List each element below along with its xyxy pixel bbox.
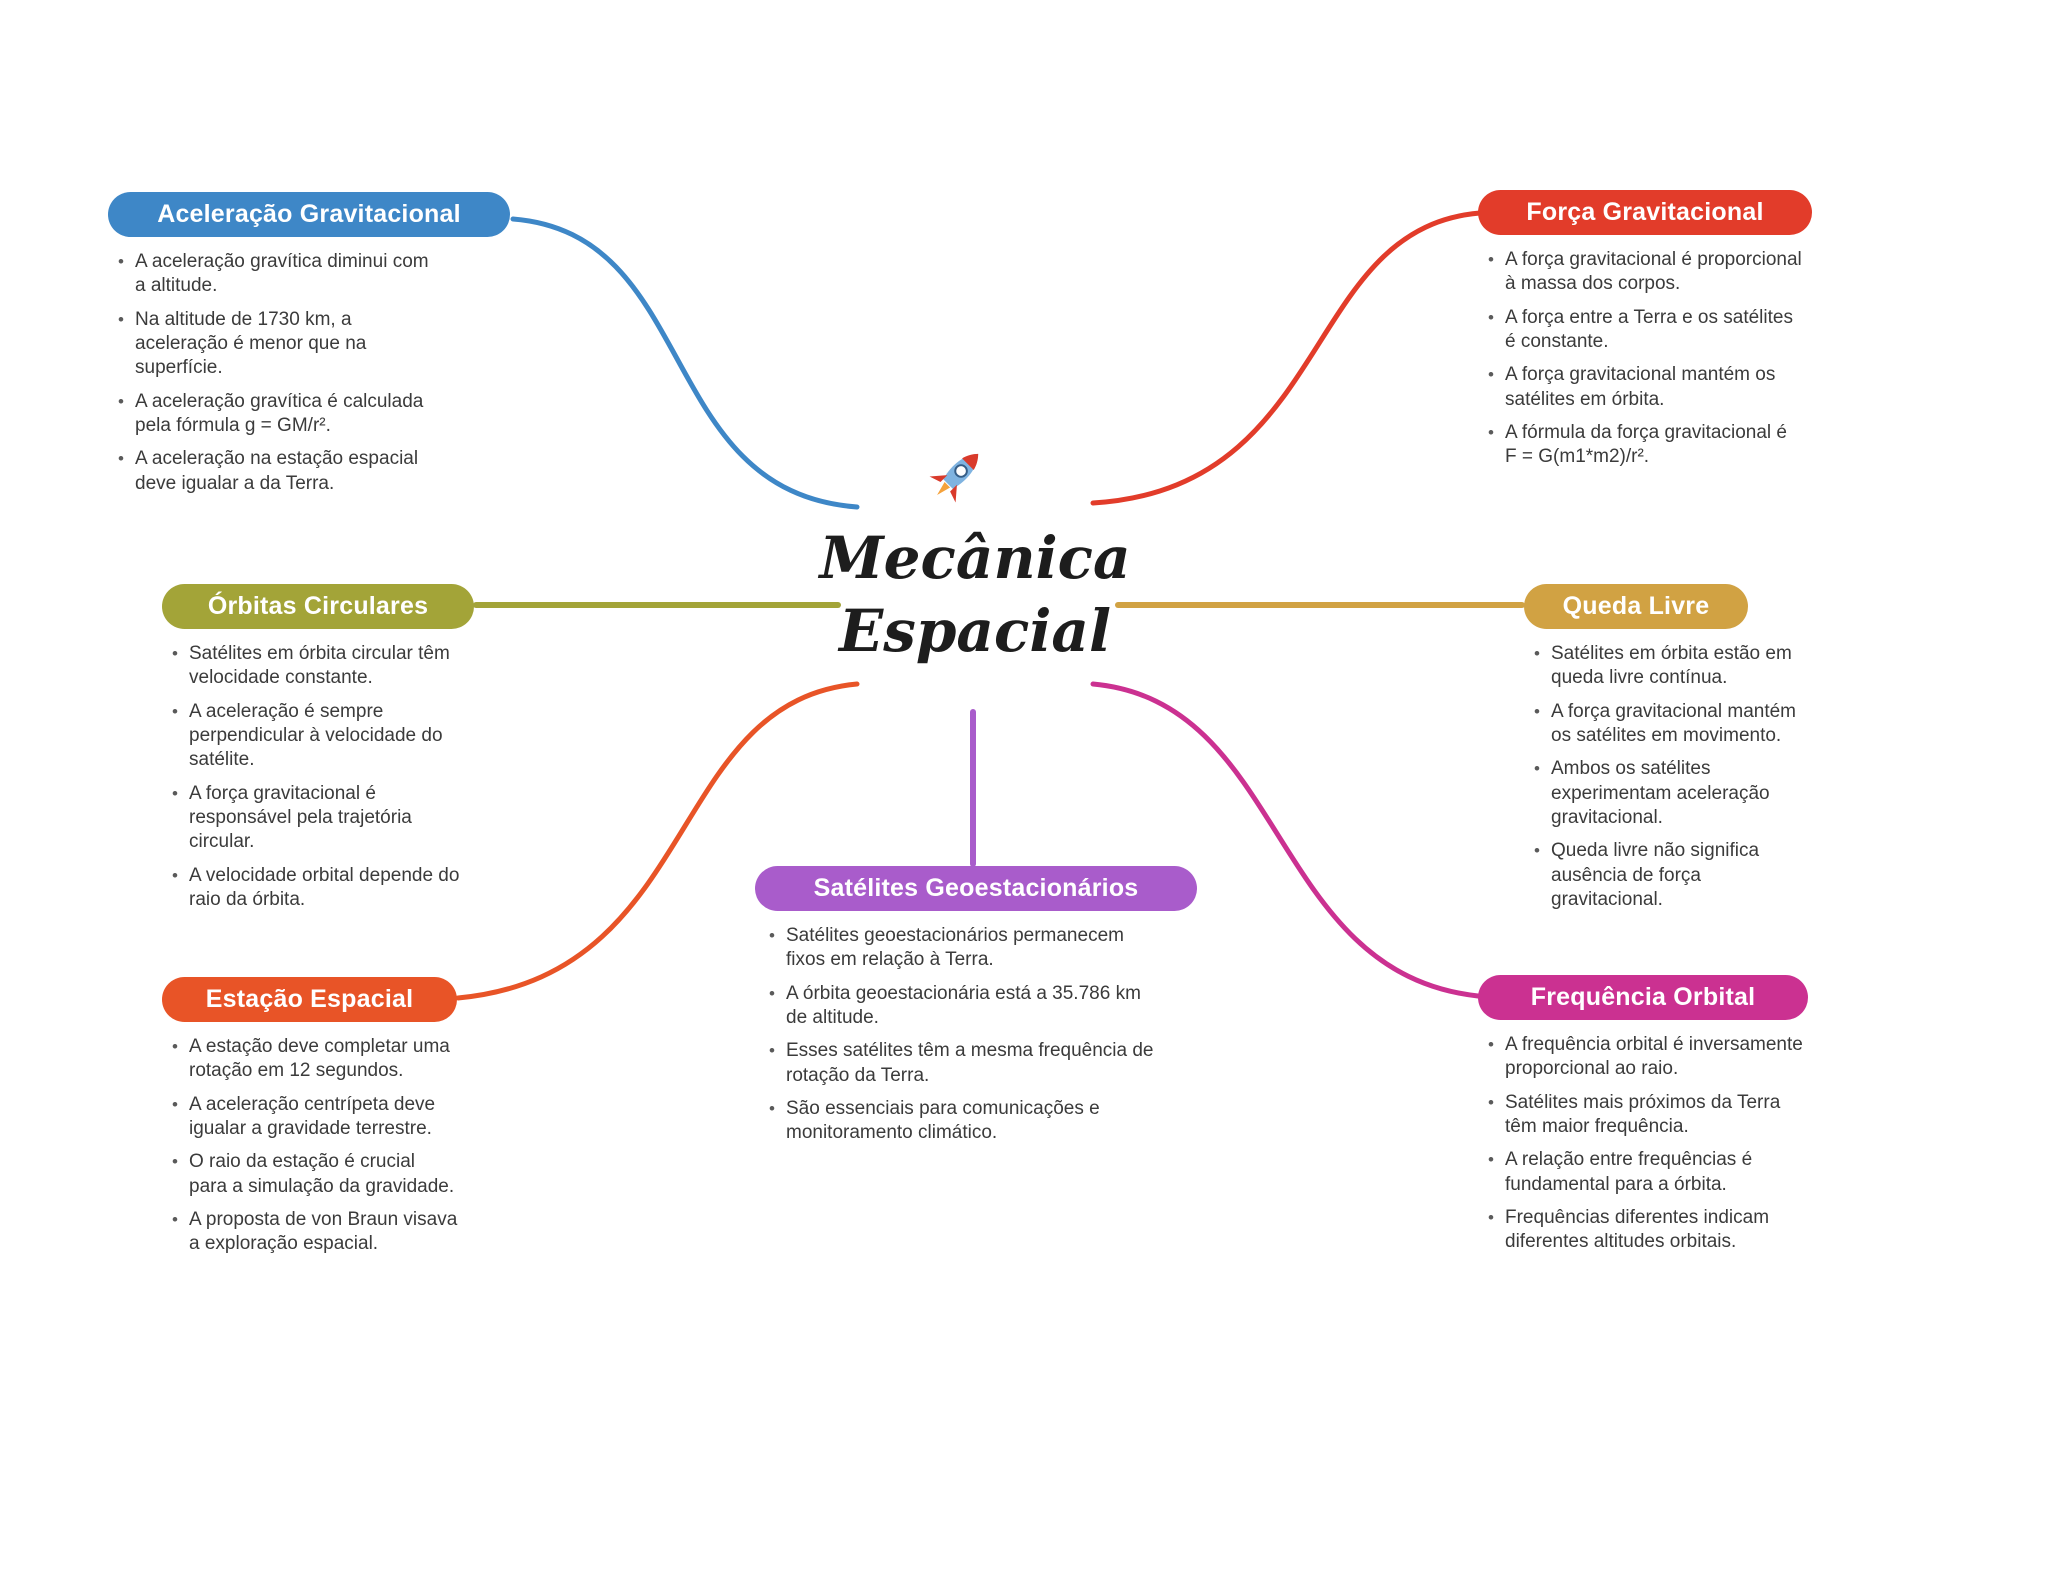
bullet-item: Satélites em órbita circular têm velocid… <box>168 642 468 691</box>
bullet-item: O raio da estação é crucial para a simul… <box>168 1150 458 1199</box>
branch-header-frequencia-orbital: Frequência Orbital <box>1478 975 1808 1020</box>
rocket-icon <box>929 453 979 503</box>
branch-estacao-espacial: Estação Espacial A estação deve completa… <box>162 977 457 1266</box>
bullet-list: Satélites geoestacionários permanecem fi… <box>765 924 1165 1146</box>
branch-header-aceleracao-gravitacional: Aceleração Gravitacional <box>108 192 510 237</box>
bullet-item: Na altitude de 1730 km, a aceleração é m… <box>114 308 444 381</box>
bullet-item: A frequência orbital é inversamente prop… <box>1484 1033 1804 1082</box>
bullet-item: Ambos os satélites experimentam aceleraç… <box>1530 757 1798 830</box>
bullet-item: A estação deve completar uma rotação em … <box>168 1035 458 1084</box>
bullet-list: Satélites em órbita circular têm velocid… <box>168 642 468 912</box>
branch-satelites-geoestacionarios: Satélites Geoestacionários Satélites geo… <box>755 866 1197 1155</box>
branch-orbitas-circulares: Órbitas Circulares Satélites em órbita c… <box>162 584 474 921</box>
bullet-item: A aceleração centrípeta deve igualar a g… <box>168 1093 458 1142</box>
bullet-item: A força entre a Terra e os satélites é c… <box>1484 306 1802 355</box>
bullet-item: A força gravitacional é proporcional à m… <box>1484 248 1802 297</box>
bullet-item: A órbita geoestacionária está a 35.786 k… <box>765 982 1165 1031</box>
bullet-list: Satélites em órbita estão em queda livre… <box>1530 642 1798 912</box>
bullet-list: A aceleração gravítica diminui com a alt… <box>114 250 444 496</box>
connector-forca-gravitacional <box>1090 210 1483 506</box>
bullet-item: Esses satélites têm a mesma frequência d… <box>765 1039 1165 1088</box>
bullet-item: Satélites em órbita estão em queda livre… <box>1530 642 1798 691</box>
branch-header-queda-livre: Queda Livre <box>1524 584 1748 629</box>
branch-queda-livre: Queda Livre Satélites em órbita estão em… <box>1524 584 1796 921</box>
branch-forca-gravitacional: Força Gravitacional A força gravitaciona… <box>1478 190 1812 479</box>
bullet-item: São essenciais para comunicações e monit… <box>765 1097 1165 1146</box>
branch-header-estacao-espacial: Estação Espacial <box>162 977 457 1022</box>
bullet-item: A proposta de von Braun visava a explora… <box>168 1208 458 1257</box>
bullet-item: A relação entre frequências é fundamenta… <box>1484 1148 1804 1197</box>
branch-header-orbitas-circulares: Órbitas Circulares <box>162 584 474 629</box>
bullet-item: A fórmula da força gravitacional é F = G… <box>1484 421 1802 470</box>
bullet-item: A força gravitacional é responsável pela… <box>168 782 468 855</box>
bullet-item: Queda livre não significa ausência de fo… <box>1530 839 1798 912</box>
central-topic-line1: Mecânica <box>819 524 1131 592</box>
branch-aceleracao-gravitacional: Aceleração Gravitacional A aceleração gr… <box>108 192 510 505</box>
branch-frequencia-orbital: Frequência Orbital A frequência orbital … <box>1478 975 1808 1264</box>
central-topic-line2: Espacial <box>839 596 1111 665</box>
central-topic-title: Mecânica Espacial <box>790 522 1160 667</box>
bullet-item: A aceleração é sempre perpendicular à ve… <box>168 700 468 773</box>
bullet-item: Satélites geoestacionários permanecem fi… <box>765 924 1165 973</box>
bullet-item: Satélites mais próximos da Terra têm mai… <box>1484 1091 1804 1140</box>
bullet-list: A frequência orbital é inversamente prop… <box>1484 1033 1804 1255</box>
connector-aceleracao-gravitacional <box>510 216 860 510</box>
bullet-item: A força gravitacional mantém os satélite… <box>1484 363 1802 412</box>
branch-header-satelites-geoestacionarios: Satélites Geoestacionários <box>755 866 1197 911</box>
bullet-item: A aceleração na estação espacial deve ig… <box>114 447 444 496</box>
bullet-item: A força gravitacional mantém os satélite… <box>1530 700 1798 749</box>
branch-header-forca-gravitacional: Força Gravitacional <box>1478 190 1812 235</box>
bullet-item: Frequências diferentes indicam diferente… <box>1484 1206 1804 1255</box>
bullet-list: A força gravitacional é proporcional à m… <box>1484 248 1802 470</box>
bullet-list: A estação deve completar uma rotação em … <box>168 1035 458 1257</box>
bullet-item: A velocidade orbital depende do raio da … <box>168 864 468 913</box>
bullet-item: A aceleração gravítica é calculada pela … <box>114 390 444 439</box>
bullet-item: A aceleração gravítica diminui com a alt… <box>114 250 444 299</box>
